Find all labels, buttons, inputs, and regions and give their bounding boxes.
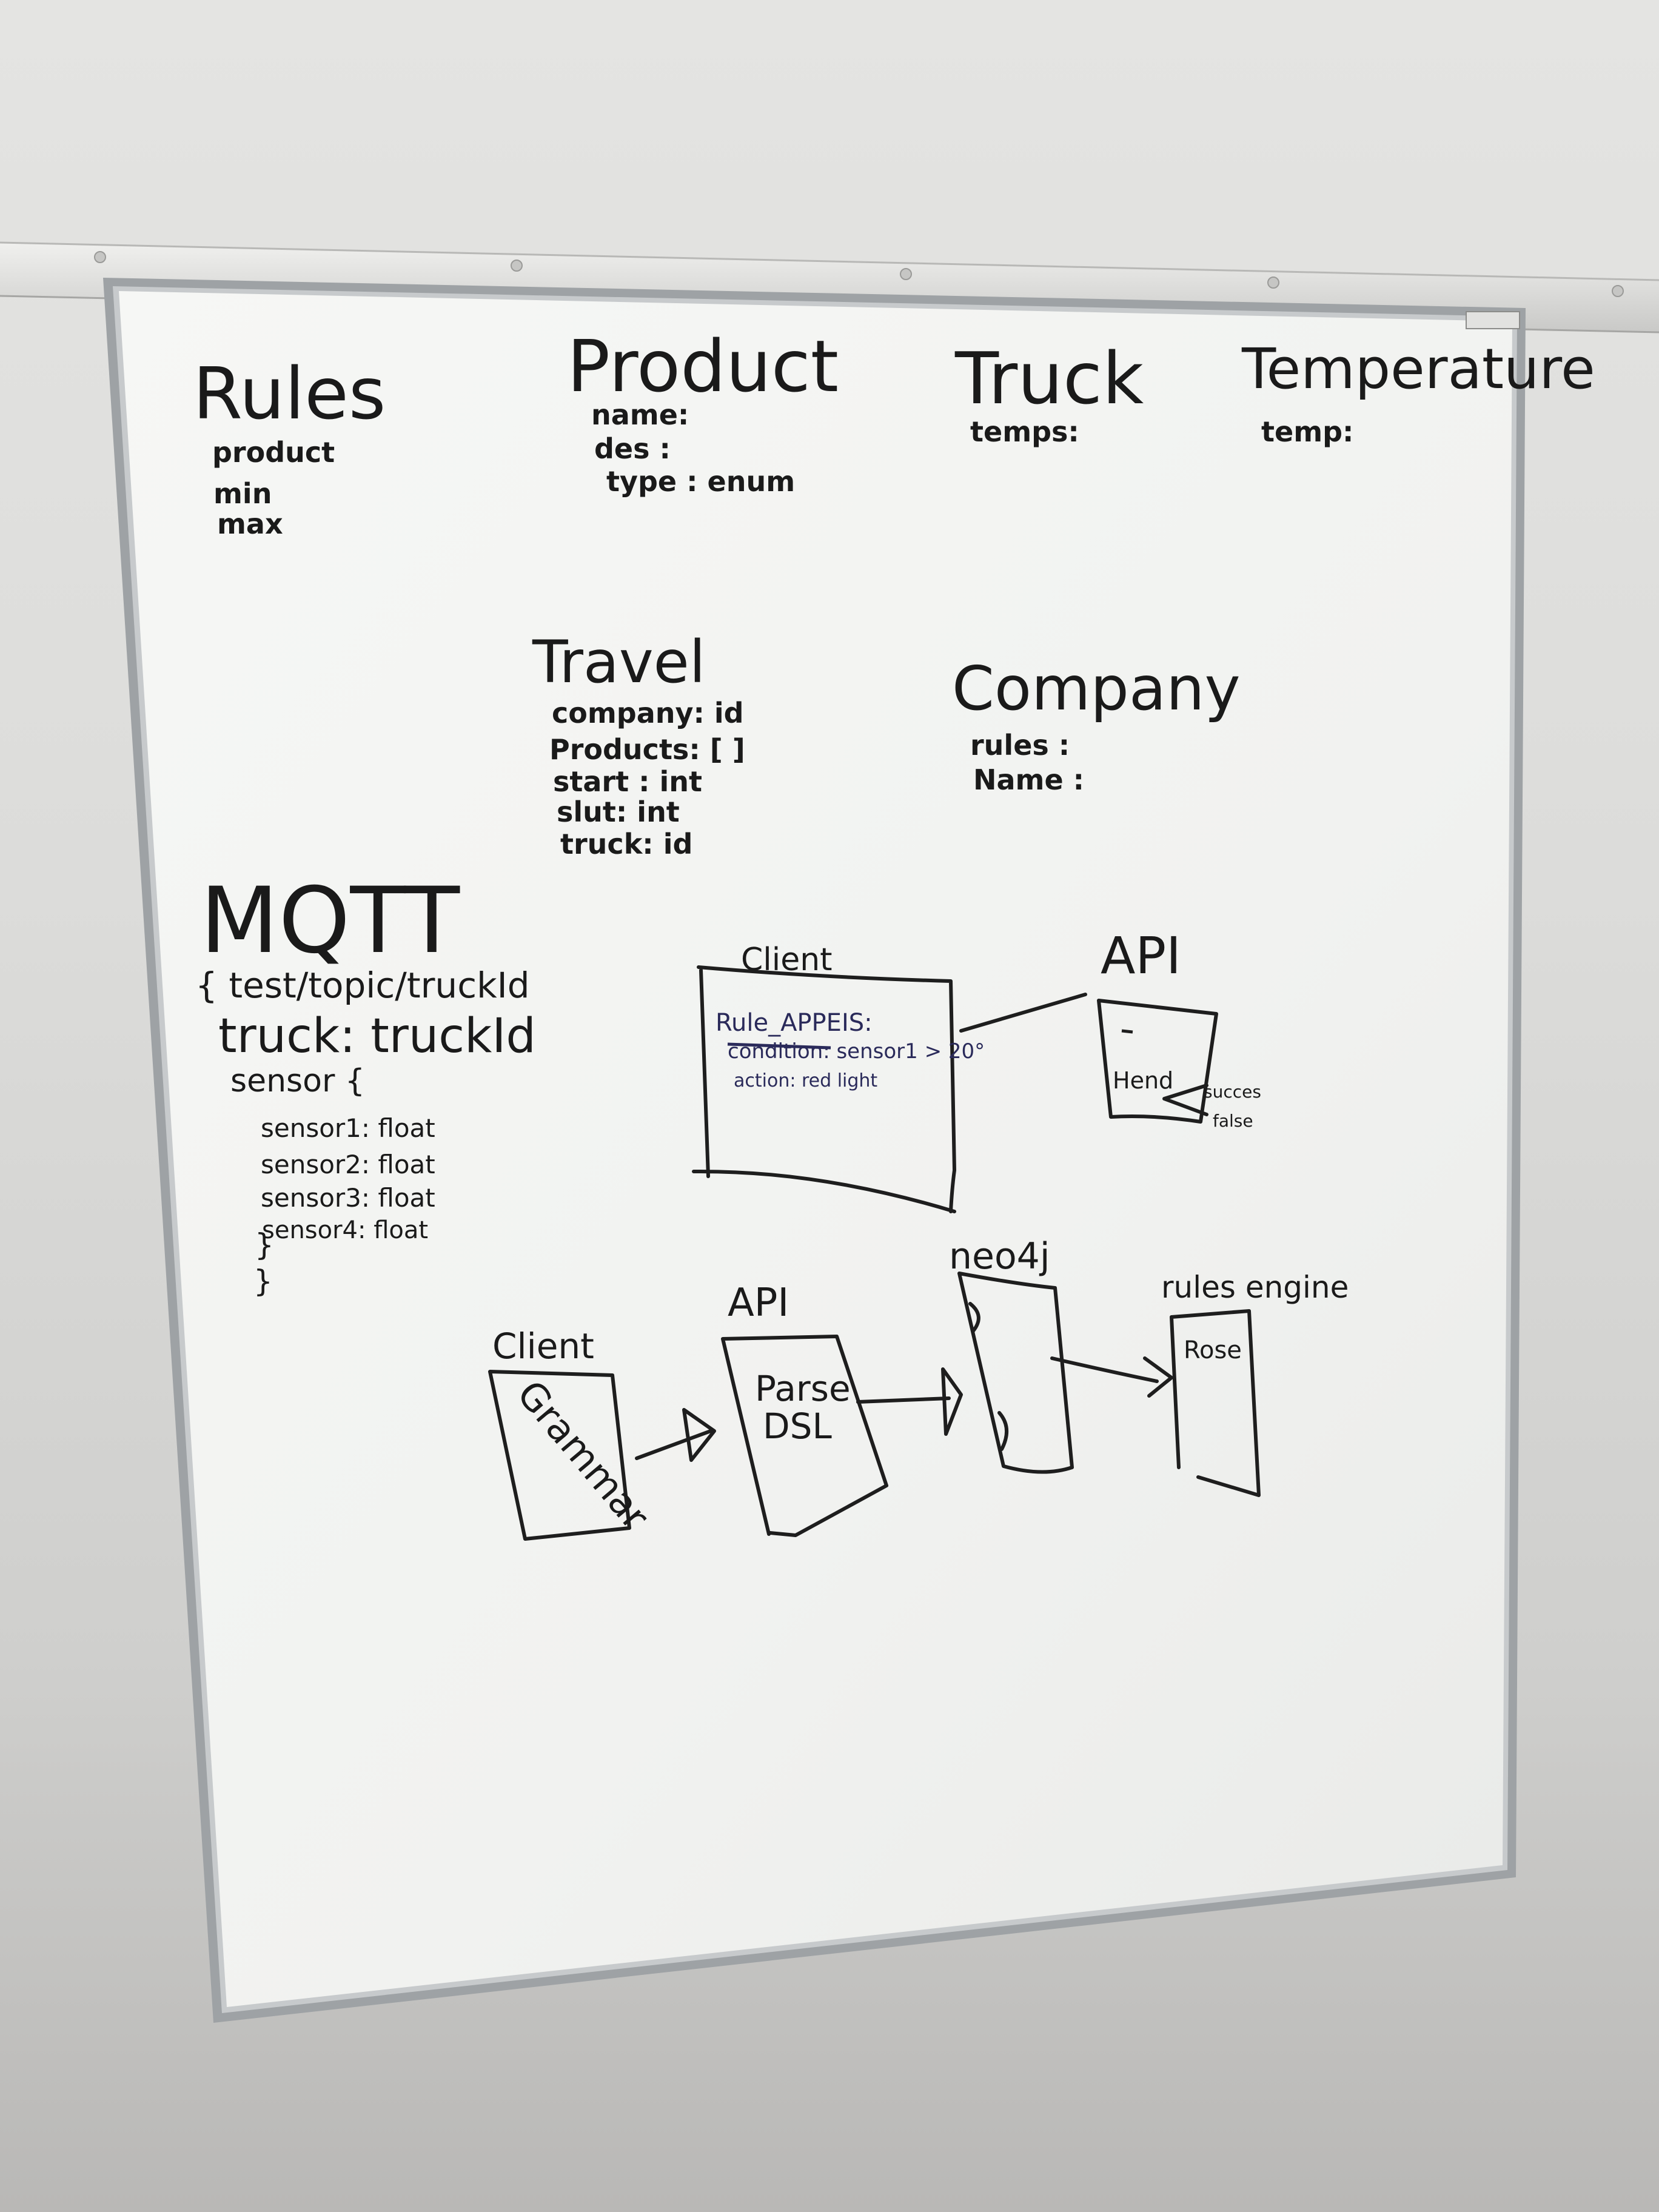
- api-sketch: API Hend succes false: [1097, 926, 1261, 1131]
- arrow-api-neo4j: [856, 1367, 963, 1436]
- product-field: des :: [594, 432, 671, 465]
- entity-product: Product name: des : type : enum: [567, 324, 839, 498]
- whiteboard: [103, 278, 1526, 2023]
- pipeline-rules-label: rules engine: [1161, 1270, 1349, 1305]
- mqtt-line: sensor {: [230, 1063, 365, 1099]
- mqtt-line: truck: truckId: [218, 1009, 536, 1064]
- pipeline-neo4j-label: neo4j: [949, 1235, 1050, 1278]
- api-output: succes: [1204, 1082, 1261, 1102]
- client-api-connector: [959, 993, 1087, 1033]
- product-title: Product: [567, 324, 839, 408]
- pipeline-api-label: API: [728, 1281, 789, 1326]
- brand-tag: [1466, 311, 1520, 329]
- temperature-field: temp:: [1261, 415, 1353, 448]
- client-sketch-line: Rule_APPEIS:: [716, 1009, 873, 1037]
- pipeline-rules-box: [1170, 1309, 1261, 1497]
- entity-company: Company rules : Name :: [952, 653, 1241, 796]
- mqtt-line: sensor1: float: [261, 1113, 435, 1143]
- api-branch: [1162, 1084, 1208, 1116]
- product-field: type : enum: [606, 465, 795, 498]
- entity-truck: Truck temps:: [954, 337, 1144, 448]
- api-dash: [1121, 1029, 1133, 1034]
- pipeline-client-label: Client: [492, 1326, 594, 1367]
- mqtt-title: MQTT: [200, 868, 460, 974]
- mqtt-line: sensor2: float: [261, 1150, 435, 1179]
- rules-title: Rules: [193, 352, 386, 435]
- entity-travel: Travel company: id Products: [ ] start :…: [532, 628, 745, 860]
- pipeline-neo4j-box: [957, 1272, 1074, 1474]
- pipeline-rules-inner: Rose: [1184, 1336, 1242, 1364]
- arrow-client-api: [635, 1408, 716, 1462]
- mqtt-line: }: [255, 1227, 274, 1262]
- pipeline-client-box: [488, 1370, 631, 1541]
- mqtt-line: }: [253, 1264, 273, 1299]
- travel-field: start : int: [553, 765, 702, 798]
- travel-field: slut: int: [557, 796, 680, 828]
- api-sketch-box: [1097, 999, 1218, 1124]
- mqtt-line: sensor3: float: [261, 1183, 435, 1213]
- client-sketch: Client Rule_APPEIS: condition: sensor1 >…: [692, 942, 985, 1213]
- rules-field: product: [212, 436, 335, 469]
- travel-field: company: id: [552, 697, 744, 729]
- pipeline-api-inner: Parse: [755, 1368, 851, 1409]
- company-title: Company: [952, 653, 1241, 724]
- pipeline-api-inner: DSL: [763, 1406, 832, 1447]
- api-sketch-label: API: [1101, 926, 1181, 985]
- strike-line: [727, 1042, 831, 1050]
- truck-field: temps:: [970, 415, 1079, 448]
- entity-temperature: Temperature temp:: [1241, 337, 1595, 448]
- api-output: false: [1213, 1111, 1253, 1131]
- client-sketch-box: [692, 965, 956, 1213]
- travel-field: truck: id: [560, 828, 692, 860]
- rules-field: min: [213, 477, 272, 510]
- api-sketch-inner: Hend: [1113, 1067, 1173, 1094]
- travel-field: Products: [ ]: [549, 733, 745, 766]
- product-field: name:: [591, 398, 689, 431]
- temperature-title: Temperature: [1241, 337, 1595, 401]
- company-field: Name :: [973, 763, 1084, 796]
- company-field: rules :: [970, 729, 1070, 762]
- rules-field: max: [217, 508, 283, 540]
- entity-rules: Rules product min max: [193, 352, 386, 540]
- travel-title: Travel: [532, 628, 705, 696]
- neo4j-braces: [968, 1302, 1009, 1451]
- truck-title: Truck: [954, 337, 1144, 420]
- client-sketch-line: action: red light: [734, 1070, 877, 1091]
- client-sketch-line: condition: sensor1 > 20°: [728, 1039, 985, 1064]
- arrow-neo4j-rules: [1050, 1356, 1173, 1398]
- mqtt-line: sensor4: float: [262, 1216, 428, 1244]
- mqtt-line: { test/topic/truckId: [195, 965, 530, 1006]
- mqtt-block: MQTT { test/topic/truckId truck: truckId…: [195, 868, 536, 1299]
- pipeline-api-box: [721, 1335, 888, 1537]
